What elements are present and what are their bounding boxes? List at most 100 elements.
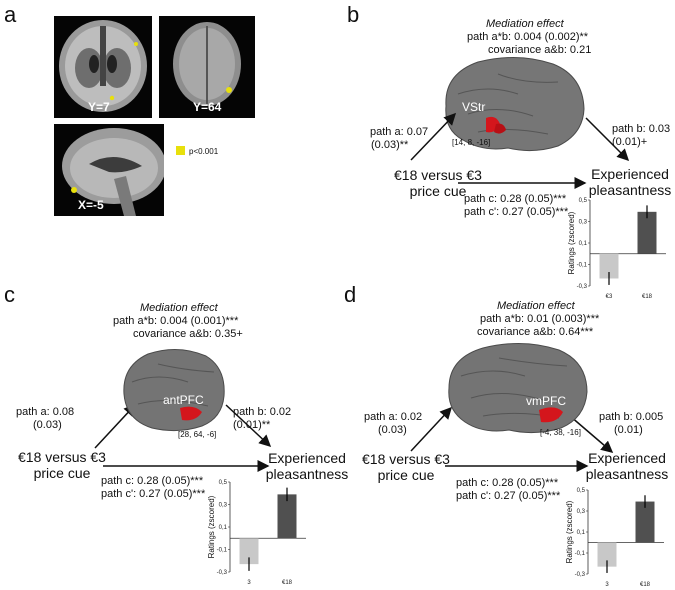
- panel-b-mediation-title: Mediation effect: [486, 18, 564, 30]
- panel-d-path-c: path c: 0.28 (0.05)***: [456, 477, 559, 489]
- panel-b-brain-render: [445, 56, 585, 152]
- panel-d-letter: d: [344, 282, 357, 307]
- panel-b-path-ab: path a*b: 0.004 (0.002)**: [467, 31, 589, 43]
- panel-c-path-c: path c: 0.28 (0.05)***: [101, 475, 204, 487]
- panel-c-cue-line2: price cue: [33, 465, 91, 481]
- panel-d-path-c-prime: path c': 0.27 (0.05)***: [456, 490, 561, 502]
- panel-c-path-ab: path a*b: 0.004 (0.001)***: [113, 315, 239, 327]
- panel-b-cue-line2: price cue: [409, 183, 467, 199]
- chart-ytick-label: 0,1: [219, 525, 228, 531]
- panel-c-path-a-line2: (0.03): [33, 419, 62, 431]
- panel-b-path-a-line2: (0.03)**: [371, 139, 409, 151]
- chart-ytick-label: 0,5: [577, 488, 586, 494]
- panel-b-letter: b: [347, 2, 360, 27]
- panel-b-covariance: covariance a&b: 0.21: [488, 44, 592, 56]
- slice-label-y64: Y=64: [193, 100, 222, 114]
- chart-ytick-label: -0,1: [577, 263, 588, 269]
- panel-d-arrow-b: [569, 415, 614, 453]
- panel-c-arrow-a: [94, 403, 137, 449]
- chart-bar: [637, 211, 657, 254]
- panel-d-arrow-a: [410, 406, 453, 452]
- pvalue-legend-label: p<0.001: [189, 147, 219, 156]
- slice-label-y7: Y=7: [88, 100, 110, 114]
- panel-b-path-a-line1: path a: 0.07: [370, 126, 429, 138]
- panel-c-brain-render: [123, 349, 225, 432]
- panel-d-path-b-line2: (0.01): [614, 424, 643, 436]
- panel-c-arrow-b: [225, 404, 272, 448]
- panel-b-region-label: VStr: [462, 100, 486, 114]
- chart-ytick-label: 0,5: [579, 198, 588, 204]
- panel-c-path-b-line1: path b: 0.02: [233, 406, 292, 418]
- panel-c-path-a-line1: path a: 0.08: [16, 406, 75, 418]
- chart-ytick-label: 0,1: [579, 241, 588, 247]
- chart-category-label: €3: [606, 294, 613, 300]
- panel-c-bar-chart: 0,5 0,3 0,1 -0,1 -0,3 3 €18 Ratings (zscored): [207, 478, 310, 586]
- panel-d-mediation-title: Mediation effect: [497, 300, 575, 312]
- chart-ytick-label: 0,3: [577, 509, 586, 515]
- panel-b-path-c: path c: 0.28 (0.05)***: [464, 193, 567, 205]
- sagittal-brain-drawing: [62, 128, 164, 216]
- chart-category-label: €18: [642, 294, 653, 300]
- pvalue-legend-swatch: [176, 146, 185, 155]
- panel-b-arrow-b: [585, 117, 630, 162]
- coronal-slice-image: Y=7: [54, 16, 152, 118]
- chart-bar: [239, 538, 259, 565]
- chart-ytick-label: 0,3: [579, 220, 588, 226]
- panel-b-cue-line1: €18 versus €3: [394, 167, 482, 183]
- chart-category-label: 3: [605, 582, 609, 588]
- coronal-brain-drawing: [59, 20, 147, 112]
- panel-b-path-b-line1: path b: 0.03: [612, 123, 671, 135]
- panel-d-outcome-line1: Experienced: [588, 450, 666, 466]
- chart-ytick-label: -0,1: [217, 548, 228, 554]
- chart-bar: [277, 494, 297, 539]
- chart-ytick-label: -0,3: [217, 570, 228, 576]
- panel-c-covariance: covariance a&b: 0.35+: [133, 328, 243, 340]
- chart-y-label: Ratings (zscored): [207, 495, 216, 558]
- panel-d-region-label: vmPFC: [526, 394, 566, 408]
- chart-ytick-label: -0,3: [577, 284, 588, 290]
- chart-category-label: 3: [247, 580, 251, 586]
- chart-ytick-label: 0,1: [577, 530, 586, 536]
- panel-b-outcome-line1: Experienced: [591, 166, 669, 182]
- axial-brain-drawing: [173, 22, 241, 106]
- panel-b-coords: [14, 8, -16]: [452, 138, 491, 147]
- chart-category-label: €18: [640, 582, 651, 588]
- chart-bar: [597, 542, 617, 567]
- panel-c-cue-line1: €18 versus €3: [18, 449, 106, 465]
- chart-ytick-label: 0,3: [219, 503, 228, 509]
- chart-ytick-label: -0,1: [575, 551, 586, 557]
- panel-d-bar-chart: 0,5 0,3 0,1 -0,1 -0,3 3 €18 Ratings (zscored): [565, 486, 668, 588]
- chart-ytick-label: 0,5: [219, 480, 228, 486]
- panel-d-outcome-line2: pleasantness: [585, 466, 669, 482]
- chart-bar: [599, 253, 619, 279]
- panel-d-path-a-line2: (0.03): [378, 424, 407, 436]
- chart-bar: [635, 501, 655, 543]
- chart-ytick-label: -0,3: [575, 572, 586, 578]
- panel-c-path-c-prime: path c': 0.27 (0.05)***: [101, 488, 206, 500]
- panel-d-cue-line2: price cue: [377, 467, 435, 483]
- panel-c-mediation-title: Mediation effect: [140, 302, 218, 314]
- panel-b-outcome-line2: pleasantness: [588, 182, 672, 198]
- panel-d-cue-line1: €18 versus €3: [362, 451, 450, 467]
- panel-c-letter: c: [4, 282, 15, 307]
- panel-d-coords: [-4, 38, -16]: [540, 428, 581, 437]
- chart-category-label: €18: [282, 580, 293, 586]
- panel-d-path-a-line1: path a: 0.02: [364, 411, 423, 423]
- panel-c-outcome-line2: pleasantness: [265, 466, 349, 482]
- axial-slice-image: Y=64: [159, 16, 255, 118]
- panel-b-path-b-line2: (0.01)+: [612, 136, 648, 148]
- panel-d-brain-render: [448, 342, 588, 434]
- panel-b-bar-chart: 0,5 0,3 0,1 -0,1 -0,3 €3 €18 Ratings (zscored): [567, 196, 670, 300]
- panel-c-path-b-line2: (0.01)**: [233, 419, 271, 431]
- panel-b-arrow-a: [410, 112, 457, 161]
- panel-c-coords: [28, 64, -6]: [178, 430, 217, 439]
- sagittal-slice-image: X=-5: [54, 124, 164, 216]
- slice-label-x-5: X=-5: [78, 198, 104, 212]
- chart-y-label: Ratings (zscored): [567, 211, 576, 274]
- panel-a-letter: a: [4, 2, 17, 27]
- panel-d-covariance: covariance a&b: 0.64***: [477, 326, 594, 338]
- chart-y-label: Ratings (zscored): [565, 500, 574, 563]
- panel-c-outcome-line1: Experienced: [268, 450, 346, 466]
- panel-d-path-b-line1: path b: 0.005: [599, 411, 664, 423]
